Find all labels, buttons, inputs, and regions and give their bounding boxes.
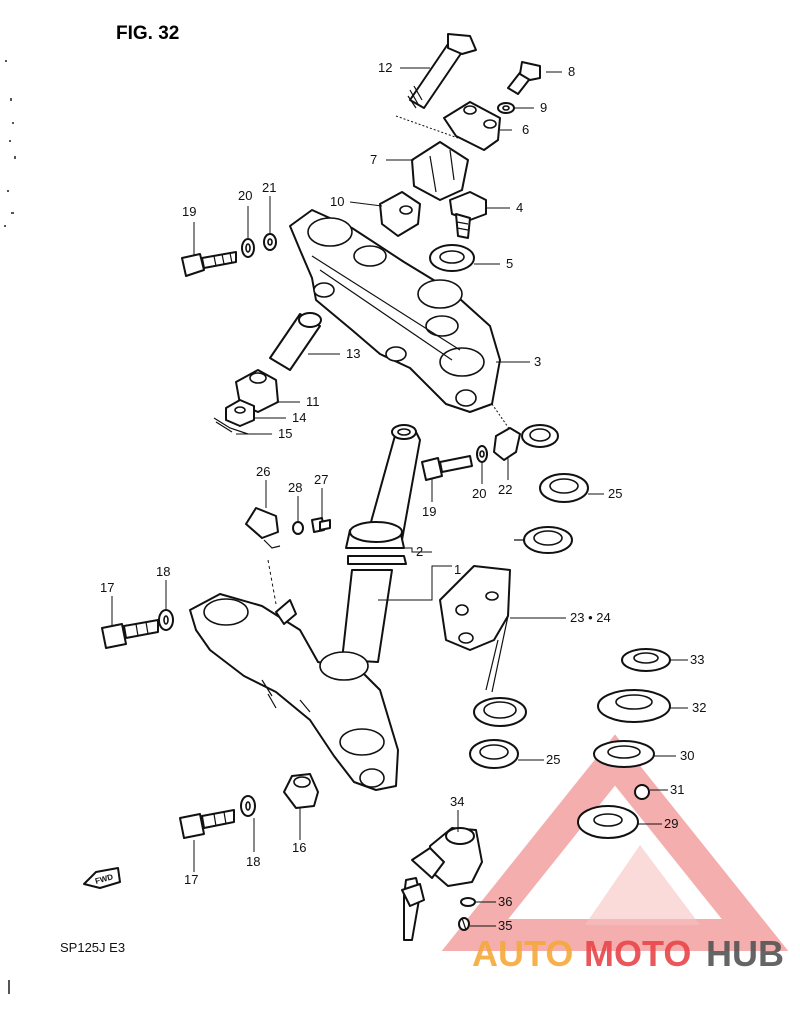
fwd-arrow-icon: FWD [83,867,121,889]
callout-36: 36 [498,894,512,909]
callout-14: 14 [292,410,306,425]
part-20-washer-middle [476,445,488,463]
part-25-grommet-lower [469,739,519,769]
callout-6: 6 [522,122,529,137]
callout-13: 13 [346,346,360,361]
part-18-washer-lower [240,795,256,817]
part-36-screw [460,897,476,907]
part-19-bolt-middle [421,455,473,481]
callout-8: 8 [568,64,575,79]
part-33-nut [621,648,671,672]
part-3-upper-bracket [289,209,501,413]
part-11-cushion [235,369,279,413]
part-18-washer-upper [158,609,174,631]
part-5-washer [429,244,475,272]
part-29-race [577,805,639,839]
callout-18-upper: 18 [156,564,170,579]
callout-10: 10 [330,194,344,209]
part-10-cushion [379,191,421,237]
part-7-holder [411,141,469,201]
callout-18-lower: 18 [246,854,260,869]
part-8-bolt [507,61,541,95]
part-35-screw [458,917,470,931]
callout-30: 30 [680,748,694,763]
callout-4: 4 [516,200,523,215]
callout-2: 2 [416,544,423,559]
part-27-screw [311,517,331,533]
callout-35: 35 [498,918,512,933]
part-4-bolt [449,191,487,239]
callout-5: 5 [506,256,513,271]
callout-28: 28 [288,480,302,495]
part-31-ball [634,784,650,800]
part-19-bolt-upper [181,251,237,277]
callout-12: 12 [378,60,392,75]
part-9-washer [497,102,515,114]
callout-17-upper: 17 [100,580,114,595]
callout-25-lower: 25 [546,752,560,767]
callout-7: 7 [370,152,377,167]
callout-15: 15 [278,426,292,441]
part-23-24-bracket [439,526,573,727]
callout-22: 22 [498,482,512,497]
part-16-lock [283,773,319,809]
part-6-holder [443,101,501,151]
part-17-bolt-upper [101,619,159,649]
callout-26: 26 [256,464,270,479]
part-12-bolt [407,33,477,109]
part-20-washer-upper [241,238,255,258]
part-21-washer [263,233,277,251]
callout-9: 9 [540,100,547,115]
callout-25-upper: 25 [608,486,622,501]
watermark-logo-icon [441,734,789,951]
callout-labels: 12 8 9 6 7 10 4 5 19 20 21 3 13 11 14 15… [100,60,706,933]
callout-19-upper: 19 [182,204,196,219]
callout-19-middle: 19 [422,504,436,519]
watermark: AUTO MOTO HUB [472,933,784,974]
leader-lines [111,67,688,927]
part-22-bracket [493,424,559,461]
callout-21: 21 [262,180,276,195]
callout-3: 3 [534,354,541,369]
part-1-lower-bracket [189,593,399,791]
callout-16: 16 [292,840,306,855]
callout-11: 11 [306,394,320,409]
part-26-clamp [245,507,281,549]
model-code: SP125J E3 [60,940,125,955]
watermark-auto: AUTO [472,933,573,974]
callout-29: 29 [664,816,678,831]
callout-34: 34 [450,794,464,809]
part-13-tube [269,312,322,371]
watermark-moto: MOTO [584,933,691,974]
callout-20-middle: 20 [472,486,486,501]
callout-32: 32 [692,700,706,715]
part-32-seal [597,689,671,723]
part-30-race [593,740,655,768]
callout-1: 1 [454,562,461,577]
callout-33: 33 [690,652,704,667]
part-15-pin [213,417,249,435]
part-1-steering-stem [341,424,421,663]
callout-17-lower: 17 [184,872,198,887]
part-17-bolt-lower [179,809,235,839]
callout-23-24: 23 • 24 [570,610,611,625]
part-25-grommet-upper [539,473,589,503]
part-14-nut [225,399,255,427]
part-34-ignition-switch [401,827,483,941]
figure-title: FIG. 32 [116,23,179,44]
callout-31: 31 [670,782,684,797]
watermark-hub: HUB [706,933,784,974]
callout-27: 27 [314,472,328,487]
scan-specks [4,60,16,994]
callout-20-upper: 20 [238,188,252,203]
part-28-washer [292,521,304,535]
